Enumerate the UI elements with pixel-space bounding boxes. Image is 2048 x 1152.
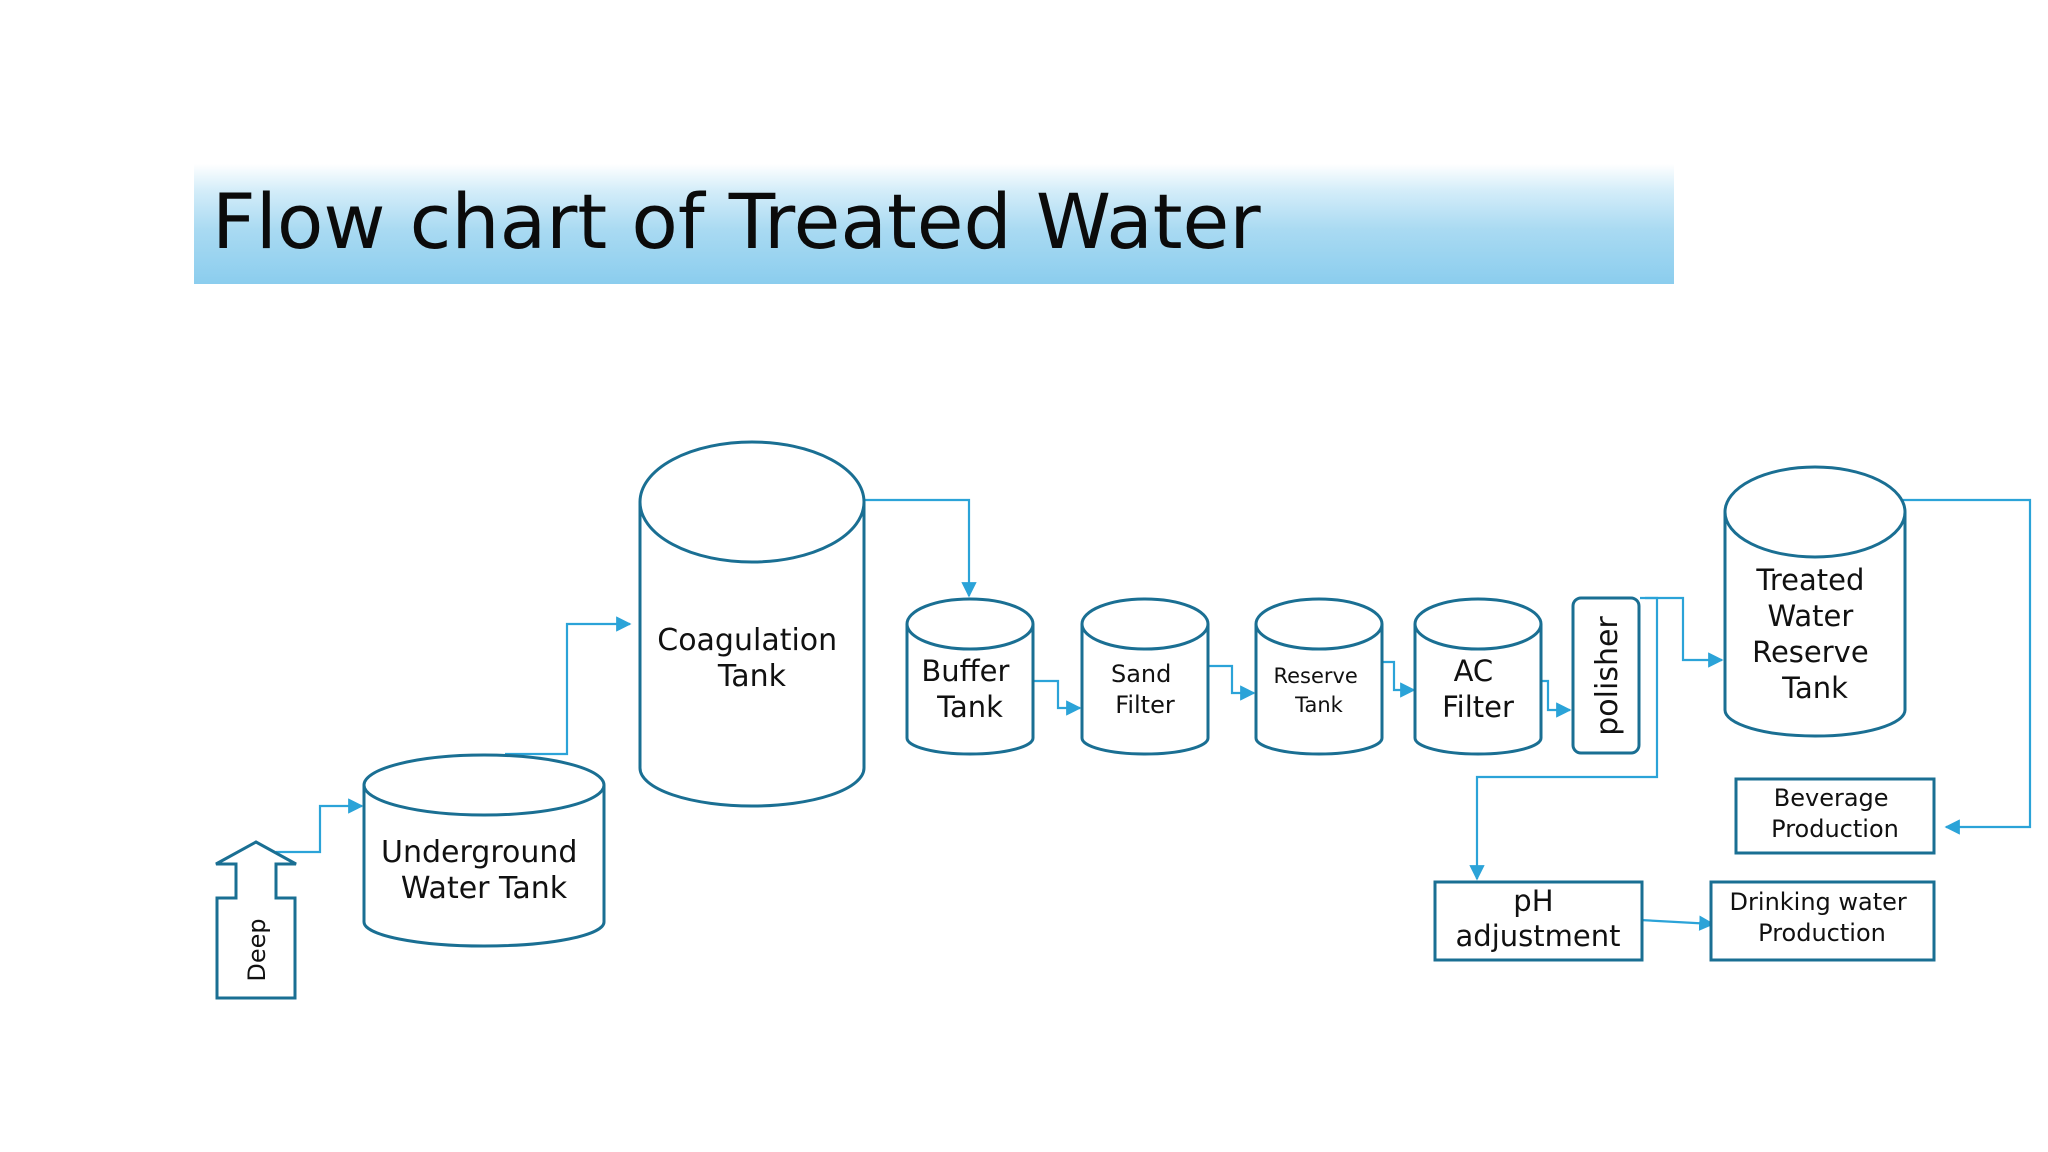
treated-water-tank-label: Treated Water Reserve Tank: [1752, 563, 1878, 705]
underground-tank-shape: [362, 753, 606, 948]
ph-adjustment-shape: [1433, 880, 1644, 962]
connector-ph-to-drinking: [1639, 915, 1715, 931]
connector-sand-to-reserve: [1208, 664, 1256, 701]
connector-coagulation-to-buffer: [843, 498, 977, 598]
deep-label: Deep: [243, 918, 271, 981]
connector-polisher-to-ph: [1469, 596, 1659, 881]
buffer-tank-label: Buffer Tank: [921, 654, 1018, 724]
underground-tank-label: Underground Water Tank: [381, 835, 587, 906]
drinking-water-production-shape: [1709, 880, 1936, 962]
sand-filter-label: Sand Filter: [1111, 660, 1179, 719]
reserve-tank-shape: [1254, 597, 1384, 756]
reserve-tank-label: Reserve Tank: [1273, 664, 1364, 717]
drinking-water-production-label: Drinking water Production: [1730, 888, 1915, 947]
connector-underground-to-coagulation: [505, 616, 632, 756]
coagulation-tank-shape: [638, 440, 866, 808]
deep-arrow-shape: [215, 840, 297, 1000]
coagulation-tank-label: Coagulation Tank: [657, 623, 846, 694]
ac-filter-label: AC Filter: [1442, 654, 1514, 724]
ac-filter-shape: [1413, 597, 1543, 756]
title-band: Flow chart of Treated Water: [194, 164, 1674, 284]
connector-polisher-to-treated: [1645, 596, 1724, 668]
connector-deep-to-underground: [276, 798, 364, 854]
beverage-production-label: Beverage Production: [1771, 784, 1899, 843]
buffer-tank-shape: [905, 597, 1035, 756]
page-title: Flow chart of Treated Water: [212, 177, 1261, 266]
beverage-production-shape: [1734, 777, 1936, 855]
treated-water-tank-shape: [1723, 465, 1907, 738]
connector-buffer-to-sand: [1033, 679, 1082, 716]
polisher-label: polisher: [1590, 616, 1625, 736]
connector-treated-to-beverage: [1903, 498, 2032, 835]
sand-filter-shape: [1080, 597, 1210, 756]
polisher-shape: [1571, 596, 1641, 755]
ph-adjustment-label: pH adjustment: [1456, 884, 1621, 953]
